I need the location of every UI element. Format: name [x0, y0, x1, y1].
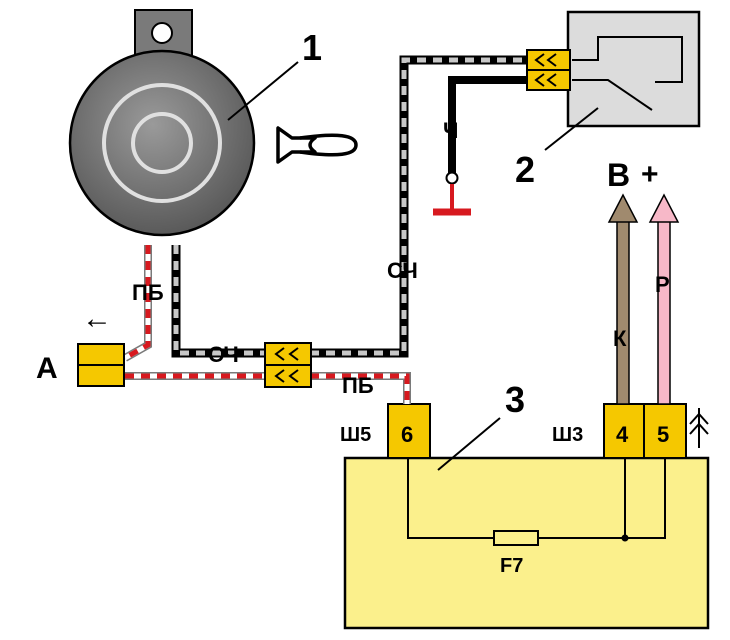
horn-switch: [566, 10, 701, 128]
fuse-f7: [493, 530, 539, 546]
middle-connector: [264, 342, 312, 388]
arrow-left-icon: ←: [82, 302, 112, 335]
label-pin-6: 6: [401, 422, 413, 447]
wire-r: [648, 193, 680, 405]
label-wire-sch-horizontal: СЧ: [208, 342, 239, 367]
label-socket-sh3: Ш3: [552, 424, 583, 446]
leader-horn: [227, 61, 299, 121]
wire-sch: [171, 55, 528, 358]
bus-symbol: [689, 408, 709, 448]
pin-6: [387, 403, 431, 459]
label-connector-a: A: [36, 352, 58, 385]
label-block-number: 3: [505, 379, 525, 420]
label-wire-pb-horizontal: ПБ: [342, 373, 374, 398]
label-battery: B: [607, 157, 630, 193]
connector-a: [77, 343, 125, 387]
label-horn-number: 1: [302, 27, 322, 68]
label-socket-sh5: Ш5: [340, 424, 371, 446]
control-block: [343, 456, 710, 630]
horn: [68, 9, 256, 237]
label-pin-5: 5: [657, 422, 669, 447]
leader-switch: [544, 107, 599, 151]
label-wire-sch-vertical: СЧ: [387, 258, 418, 283]
pin-5: [643, 403, 687, 459]
horn-symbol: [276, 126, 358, 164]
label-wire-ground: Ч: [443, 118, 458, 143]
label-switch-number: 2: [515, 149, 535, 190]
leader-block: [437, 417, 501, 471]
wire-pb: [123, 245, 411, 404]
ground-symbol: [433, 171, 471, 216]
switch-connector: [526, 49, 571, 91]
label-wire-r: Р: [655, 272, 670, 297]
label-wire-pb-vertical: ПБ: [132, 280, 164, 305]
wire-k: [607, 193, 639, 405]
label-wire-k: К: [613, 326, 627, 351]
label-battery-sign: +: [641, 158, 659, 191]
wire-ground: [448, 76, 528, 178]
label-pin-4: 4: [616, 422, 629, 447]
label-fuse: F7: [500, 555, 523, 577]
